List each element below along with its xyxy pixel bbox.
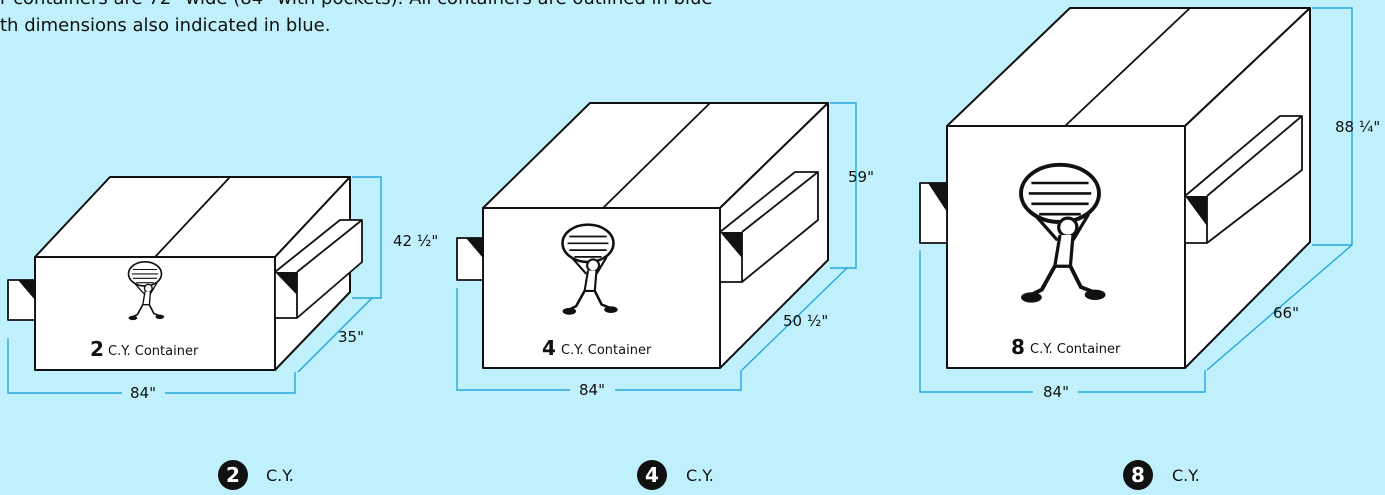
height-dimension-line: [830, 102, 857, 269]
container-label: C.Y. Container: [561, 343, 652, 358]
width-dimension-line: [919, 250, 1206, 393]
depth-dimension-line: [741, 267, 848, 371]
container-number: 8: [1011, 335, 1025, 359]
container-8cy: 8 C.Y. Container 88 ¼" 66" 84" 8 C.Y.: [919, 7, 1380, 490]
depth-dimension-line: [297, 297, 373, 373]
badge-circle: [218, 460, 248, 490]
height-dimension-line: [1312, 7, 1353, 246]
container-number: 4: [542, 336, 556, 360]
container-4cy: 4 C.Y. Container 59" 50 ½" 84" 4 C.Y.: [456, 102, 874, 490]
width-dimension-line: [7, 338, 296, 394]
badge-number: 4: [645, 463, 659, 487]
height-dimension: 42 ½": [393, 232, 438, 250]
container-number: 2: [90, 337, 104, 361]
width-dimension: 84": [1043, 383, 1069, 401]
badge-number: 8: [1131, 463, 1145, 487]
height-dimension: 59": [848, 168, 874, 186]
badge-circle: [637, 460, 667, 490]
depth-dimension: 50 ½": [783, 312, 828, 330]
unit-label: C.Y.: [1172, 466, 1200, 485]
intro-line-1: r containers are 72" wide (84" with pock…: [0, 0, 713, 11]
badge-number: 2: [226, 463, 240, 487]
intro-line-2: th dimensions also indicated in blue.: [0, 15, 331, 36]
right-pocket: [1184, 115, 1303, 244]
container-label: C.Y. Container: [108, 344, 199, 359]
container-label: C.Y. Container: [1030, 342, 1121, 357]
width-dimension: 84": [130, 384, 156, 402]
height-dimension: 88 ¼": [1335, 118, 1380, 136]
depth-dimension: 66": [1273, 304, 1299, 322]
unit-label: C.Y.: [266, 466, 294, 485]
width-dimension: 84": [579, 381, 605, 399]
badge-circle: [1123, 460, 1153, 490]
depth-dimension-line: [1206, 244, 1353, 371]
height-dimension-line: [352, 176, 382, 299]
depth-dimension: 35": [338, 328, 364, 346]
container-2cy: 2 C.Y. Container 42 ½" 35" 84" 2 C.Y.: [7, 176, 438, 490]
right-pocket: [719, 171, 819, 283]
width-dimension-line: [456, 288, 742, 391]
unit-label: C.Y.: [686, 466, 714, 485]
